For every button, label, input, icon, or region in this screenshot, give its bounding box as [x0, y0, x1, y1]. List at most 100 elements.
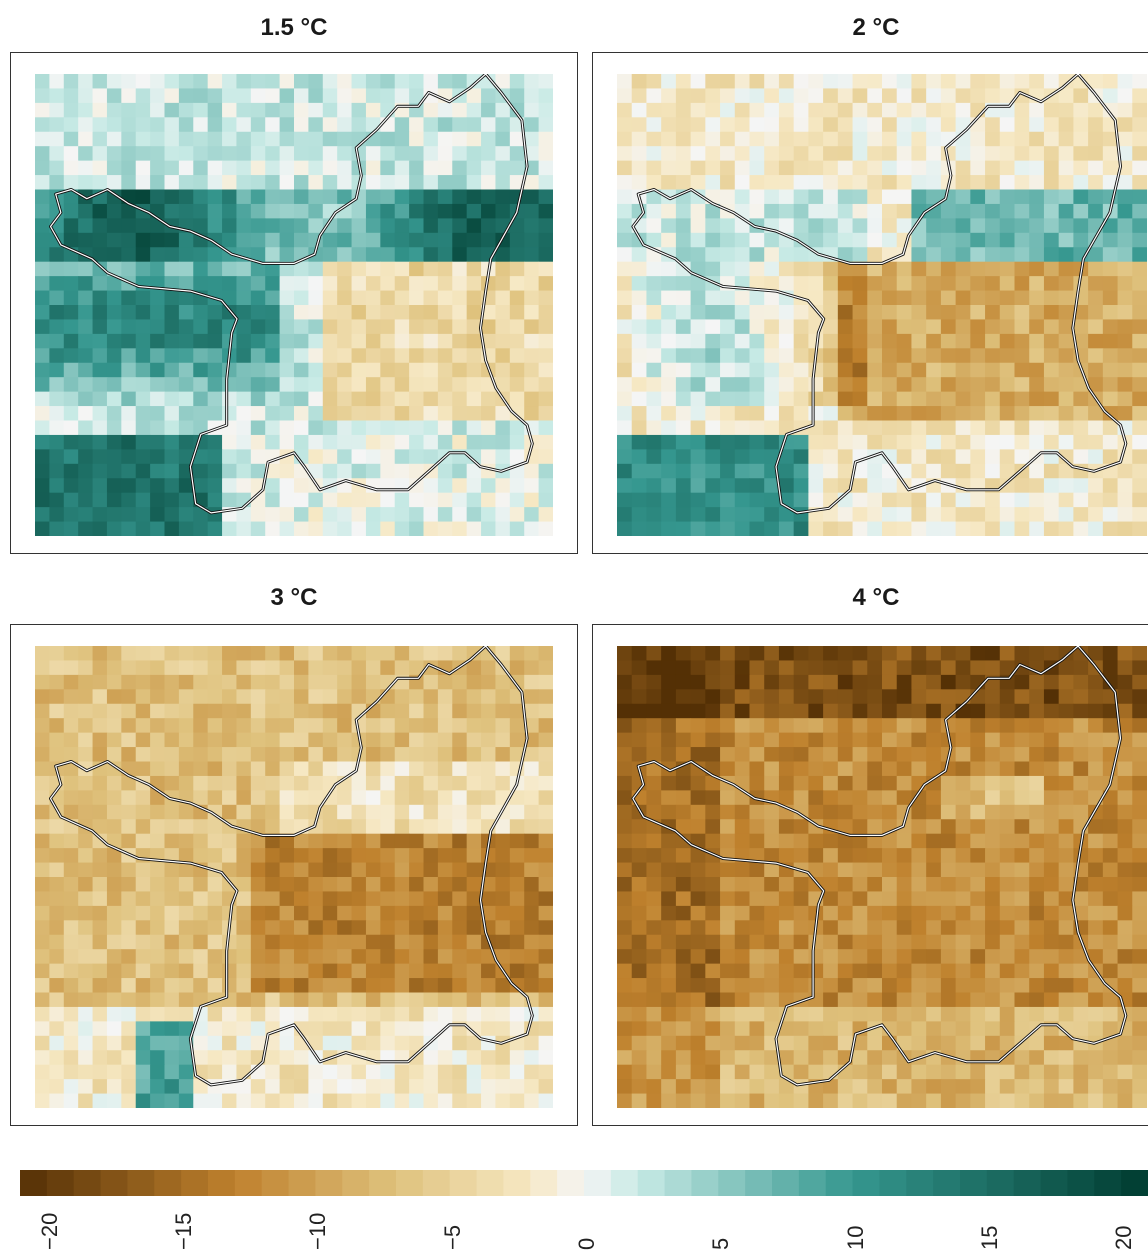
heatmap-cell	[926, 406, 942, 421]
heatmap-cell	[35, 732, 50, 748]
heatmap-cell	[409, 732, 424, 748]
heatmap-cell	[207, 203, 223, 219]
heatmap-cell	[351, 949, 367, 965]
heatmap-cell	[49, 348, 65, 364]
heatmap-cell	[926, 247, 942, 263]
heatmap-cell	[250, 406, 266, 421]
heatmap-cell	[106, 718, 122, 734]
heatmap-cell	[734, 819, 750, 835]
heatmap-cell	[452, 146, 468, 162]
heatmap-cell	[1029, 1006, 1045, 1022]
heatmap-cell	[437, 333, 453, 349]
heatmap-cell	[308, 1035, 324, 1051]
heatmap-cell	[150, 1079, 165, 1095]
heatmap-cell	[222, 218, 237, 234]
heatmap-cell	[617, 290, 633, 306]
heatmap-cell	[1043, 319, 1060, 335]
heatmap-cell	[646, 978, 662, 993]
heatmap-cell	[538, 646, 553, 661]
heatmap-cell	[1117, 646, 1133, 661]
heatmap-cell	[1043, 1079, 1060, 1095]
region-outline	[49, 646, 533, 1086]
heatmap-cell	[911, 1079, 927, 1095]
heatmap-cell	[808, 963, 824, 979]
heatmap-cell	[409, 348, 424, 364]
heatmap-cell	[734, 963, 750, 979]
heatmap-cell	[409, 747, 424, 762]
heatmap-cell	[365, 877, 381, 892]
heatmap-cell	[690, 362, 706, 378]
heatmap-cell	[882, 521, 898, 536]
heatmap-cell	[749, 88, 765, 104]
heatmap-cell	[49, 963, 65, 979]
heatmap-cell	[423, 963, 439, 979]
heatmap-cell	[365, 377, 381, 393]
heatmap-cell	[793, 1050, 809, 1066]
heatmap-cell	[1117, 276, 1133, 292]
heatmap-cell	[970, 247, 986, 263]
heatmap-cell	[265, 348, 281, 364]
heatmap-cell	[452, 775, 468, 791]
heatmap-cell	[793, 478, 809, 494]
heatmap-cell	[1014, 362, 1030, 378]
heatmap-cell	[49, 521, 65, 536]
heatmap-cell	[337, 333, 353, 349]
heatmap-cell	[193, 949, 209, 965]
heatmap-cell	[150, 949, 165, 965]
heatmap-cell	[409, 660, 424, 676]
heatmap-cell	[985, 732, 1001, 748]
heatmap-cell	[236, 117, 252, 133]
heatmap-cell	[985, 463, 1001, 479]
heatmap-cell	[734, 420, 750, 436]
heatmap-cell	[193, 507, 209, 523]
heatmap-cell	[308, 131, 324, 147]
heatmap-cell	[106, 88, 122, 104]
heatmap-cell	[1102, 507, 1119, 523]
heatmap-cell	[150, 718, 165, 734]
heatmap-cell	[617, 146, 633, 162]
heatmap-cell	[222, 718, 237, 734]
heatmap-cell	[867, 646, 883, 661]
heatmap-cell	[823, 963, 839, 979]
heatmap-cell	[852, 920, 868, 936]
heatmap-cell	[764, 492, 780, 508]
heatmap-cell	[734, 449, 750, 465]
heatmap-cell	[524, 963, 540, 979]
heatmap-cell	[294, 833, 309, 849]
heatmap-cell	[279, 478, 295, 494]
heatmap-cell	[720, 819, 736, 835]
heatmap-cell	[308, 862, 324, 878]
heatmap-cell	[1014, 761, 1030, 777]
heatmap-cell	[808, 775, 824, 791]
heatmap-cell	[720, 478, 736, 494]
heatmap-cell	[150, 420, 165, 436]
heatmap-cell	[207, 819, 223, 835]
heatmap-cell	[1043, 247, 1060, 263]
heatmap-cell	[495, 492, 511, 508]
heatmap-cell	[524, 703, 540, 719]
heatmap-cell	[495, 732, 511, 748]
heatmap-cell	[1029, 247, 1045, 263]
heatmap-cell	[808, 1035, 824, 1051]
heatmap-cell	[106, 1079, 122, 1095]
heatmap-cell	[970, 718, 986, 734]
heatmap-cell	[778, 761, 795, 777]
heatmap-cell	[135, 992, 151, 1008]
heatmap-cell	[121, 891, 137, 907]
heatmap-cell	[661, 718, 677, 734]
heatmap-cell	[631, 877, 647, 892]
heatmap-cell	[720, 804, 736, 820]
heatmap-cell	[365, 674, 381, 690]
heatmap-cell	[749, 507, 765, 523]
heatmap-cell	[63, 391, 79, 407]
heatmap-cell	[337, 660, 353, 676]
heatmap-cell	[1073, 74, 1089, 89]
heatmap-cell	[524, 934, 540, 950]
heatmap-cell	[705, 646, 721, 661]
heatmap-cell	[720, 492, 736, 508]
heatmap-cell	[495, 905, 511, 921]
heatmap-cell	[1043, 160, 1060, 176]
heatmap-cell	[705, 146, 721, 162]
heatmap-cell	[394, 790, 410, 806]
heatmap-cell	[279, 247, 295, 263]
